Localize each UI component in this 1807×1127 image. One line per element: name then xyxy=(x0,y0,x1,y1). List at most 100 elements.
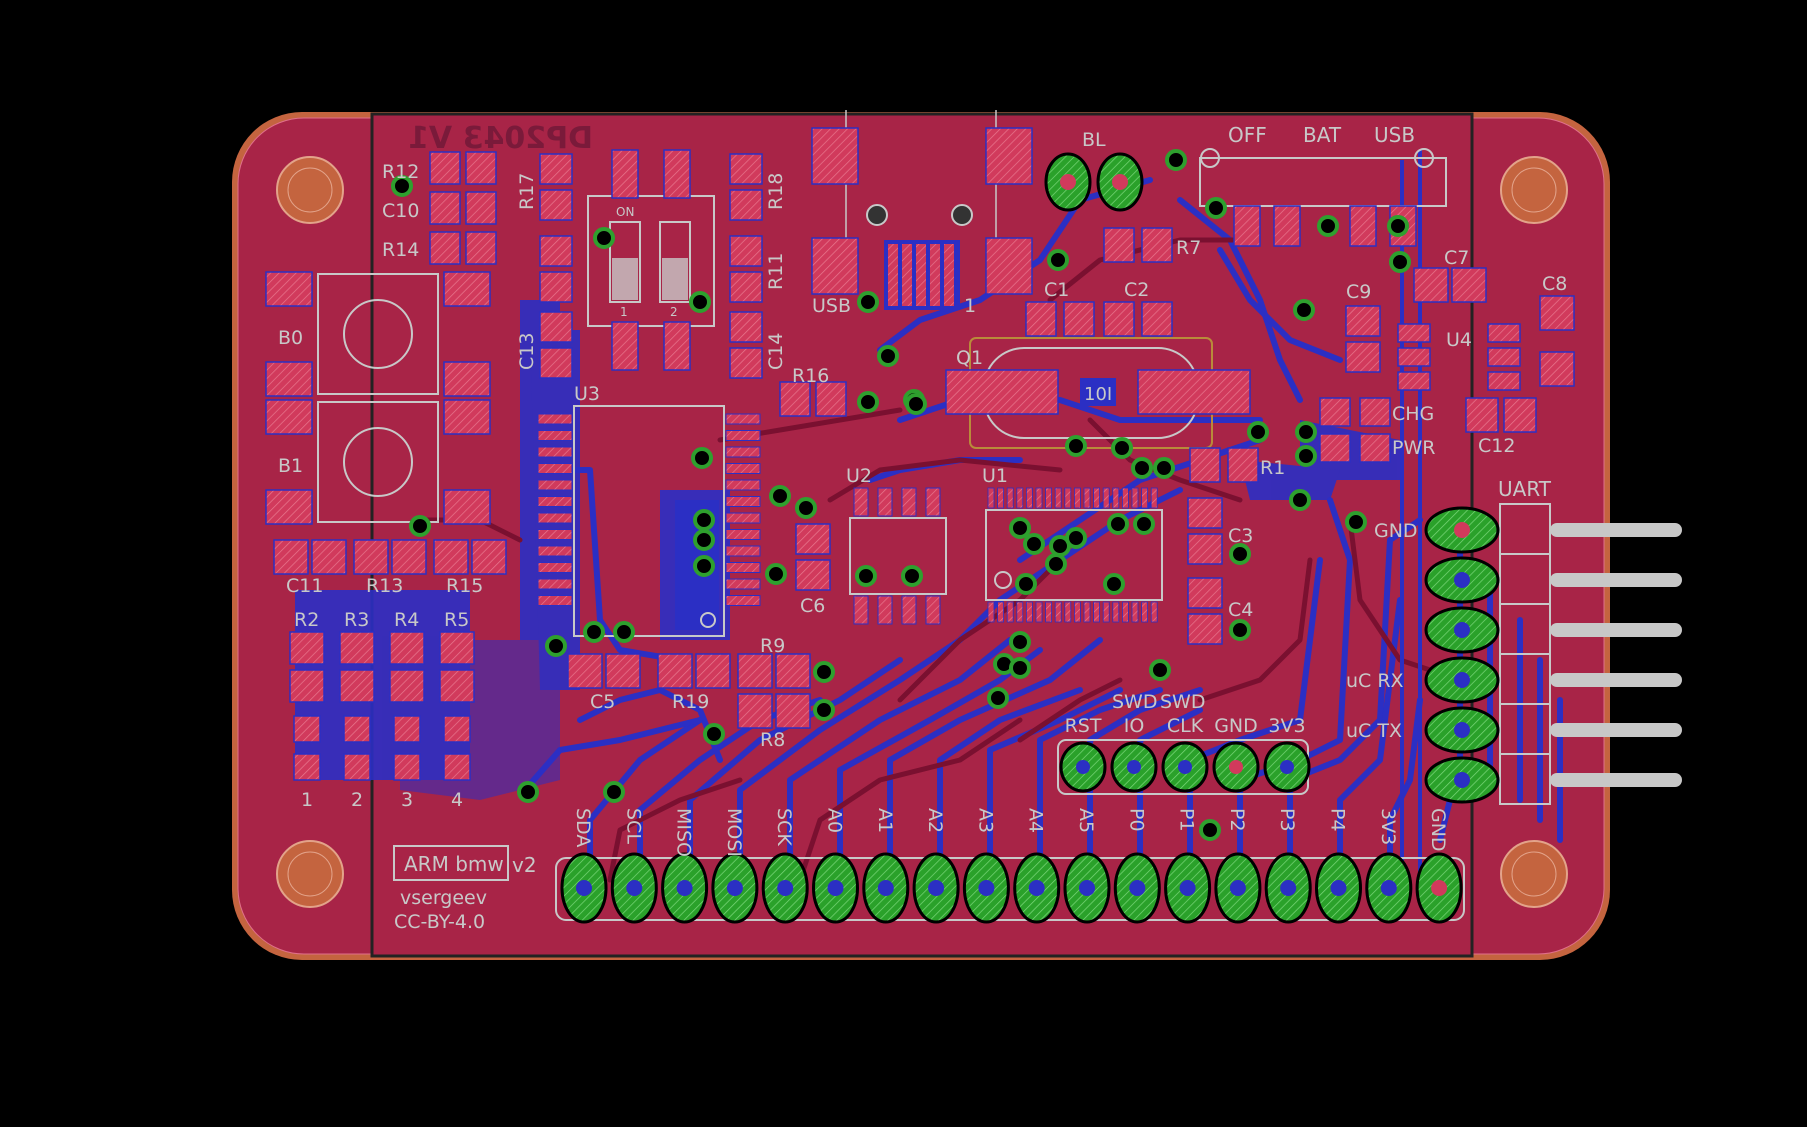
ref-usb: USB xyxy=(812,295,851,317)
via xyxy=(1293,299,1315,321)
crystal-q1: 10I xyxy=(945,337,1251,449)
uart-pad-hole xyxy=(1454,772,1470,788)
smd-pad xyxy=(443,715,471,743)
smd-pad xyxy=(471,539,507,575)
u1-pin-pad xyxy=(987,601,995,623)
via xyxy=(1205,197,1227,219)
smd-pad xyxy=(1487,347,1521,367)
via xyxy=(877,345,899,367)
smd-pad xyxy=(439,669,475,703)
smd-pad xyxy=(729,235,763,267)
via xyxy=(1103,573,1125,595)
header-pad-hole xyxy=(1229,880,1246,896)
ref-r19: R19 xyxy=(672,691,709,713)
swd-pin-label: GND xyxy=(1214,715,1258,737)
smd-pad xyxy=(605,653,641,689)
smd-pad xyxy=(465,231,497,265)
smd-pad xyxy=(353,539,389,575)
smd-pad xyxy=(775,693,811,729)
header-pad-hole xyxy=(827,880,844,896)
ref-r3: R3 xyxy=(344,609,369,631)
smd-pad xyxy=(729,311,763,343)
u3-pin-pad xyxy=(537,529,573,540)
via xyxy=(603,781,625,803)
u3-pin-pad xyxy=(725,529,761,540)
ref-c7: C7 xyxy=(1444,247,1469,269)
header-pad-hole xyxy=(877,880,894,896)
uart-pin xyxy=(1550,773,1682,787)
ref-b0: B0 xyxy=(278,327,303,349)
swd-pad-hole xyxy=(1280,760,1294,774)
via xyxy=(1009,631,1031,653)
u3-pin-pad xyxy=(537,545,573,557)
header-pin-label: MISO xyxy=(673,808,695,857)
smd-pad xyxy=(1503,397,1537,433)
smd-pad xyxy=(695,653,731,689)
ref-chg: CHG xyxy=(1392,403,1434,425)
via xyxy=(703,723,725,745)
u1-pin-pad xyxy=(1083,601,1091,623)
ref-r1: R1 xyxy=(1260,457,1285,479)
dip-on-label: ON xyxy=(616,205,634,219)
ref-r15: R15 xyxy=(446,575,483,597)
led-number: 4 xyxy=(451,789,463,811)
switch-label-usb: USB xyxy=(1374,123,1415,147)
ref-r2: R2 xyxy=(294,609,319,631)
ref-u2: U2 xyxy=(846,465,872,487)
via xyxy=(1009,517,1031,539)
header-pin-label: SCL xyxy=(622,808,644,844)
via xyxy=(1153,457,1175,479)
smd-pad xyxy=(729,153,763,185)
header-pin-label: MOSI xyxy=(723,808,745,857)
ref-c11: C11 xyxy=(286,575,323,597)
smd-pad xyxy=(1465,397,1499,433)
smd-pad xyxy=(1187,577,1223,609)
smd-pad xyxy=(265,489,313,525)
header-pin-label: P1 xyxy=(1176,808,1198,832)
ref-r7: R7 xyxy=(1176,237,1201,259)
dip-switch: ON 1 2 xyxy=(587,195,715,327)
uart-pin xyxy=(1550,723,1682,737)
smd-pad xyxy=(815,381,847,417)
smd-pad xyxy=(1141,227,1173,263)
u3-pin-pad xyxy=(725,512,761,524)
smd-pad xyxy=(289,669,325,703)
u2-pin-pad xyxy=(925,487,941,517)
via xyxy=(855,565,877,587)
u3-pin-pad xyxy=(537,512,573,524)
swd-pin-label: 3V3 xyxy=(1268,715,1305,737)
header-pad-hole xyxy=(1028,880,1045,896)
uart-pad-hole xyxy=(1454,622,1470,638)
title-license: CC-BY-4.0 xyxy=(394,911,485,933)
smd-pad xyxy=(1359,433,1391,463)
u1-pin-pad xyxy=(987,487,995,509)
uart-pad-hole xyxy=(1454,672,1470,688)
smd-pad xyxy=(539,189,573,221)
via xyxy=(545,635,567,657)
header-pad-hole xyxy=(978,880,995,896)
mount-hole-tl xyxy=(276,156,344,224)
switch-label-off: OFF xyxy=(1228,123,1267,147)
u3-pin-pad xyxy=(725,463,761,474)
smd-pad xyxy=(1397,371,1431,391)
ref-r12: R12 xyxy=(382,161,419,183)
q1-mark: 10I xyxy=(1084,384,1112,405)
smd-pad xyxy=(539,347,573,379)
via xyxy=(1047,249,1069,271)
u3-pin-pad xyxy=(537,446,573,458)
u1-pin-pad xyxy=(1016,487,1024,509)
via xyxy=(1199,819,1221,841)
ref-r18: R18 xyxy=(765,173,787,210)
swd-top-1: SWD xyxy=(1112,691,1157,713)
via xyxy=(613,621,635,643)
ref-c13: C13 xyxy=(516,333,538,370)
swd-pin-label: CLK xyxy=(1167,715,1204,737)
led-number: 3 xyxy=(401,789,413,811)
u3-pin-pad xyxy=(725,595,761,606)
smd-pad xyxy=(1487,323,1521,343)
u3-pin-pad xyxy=(725,446,761,458)
smd-pad xyxy=(1345,341,1381,373)
swd-pad-hole xyxy=(1076,760,1090,774)
